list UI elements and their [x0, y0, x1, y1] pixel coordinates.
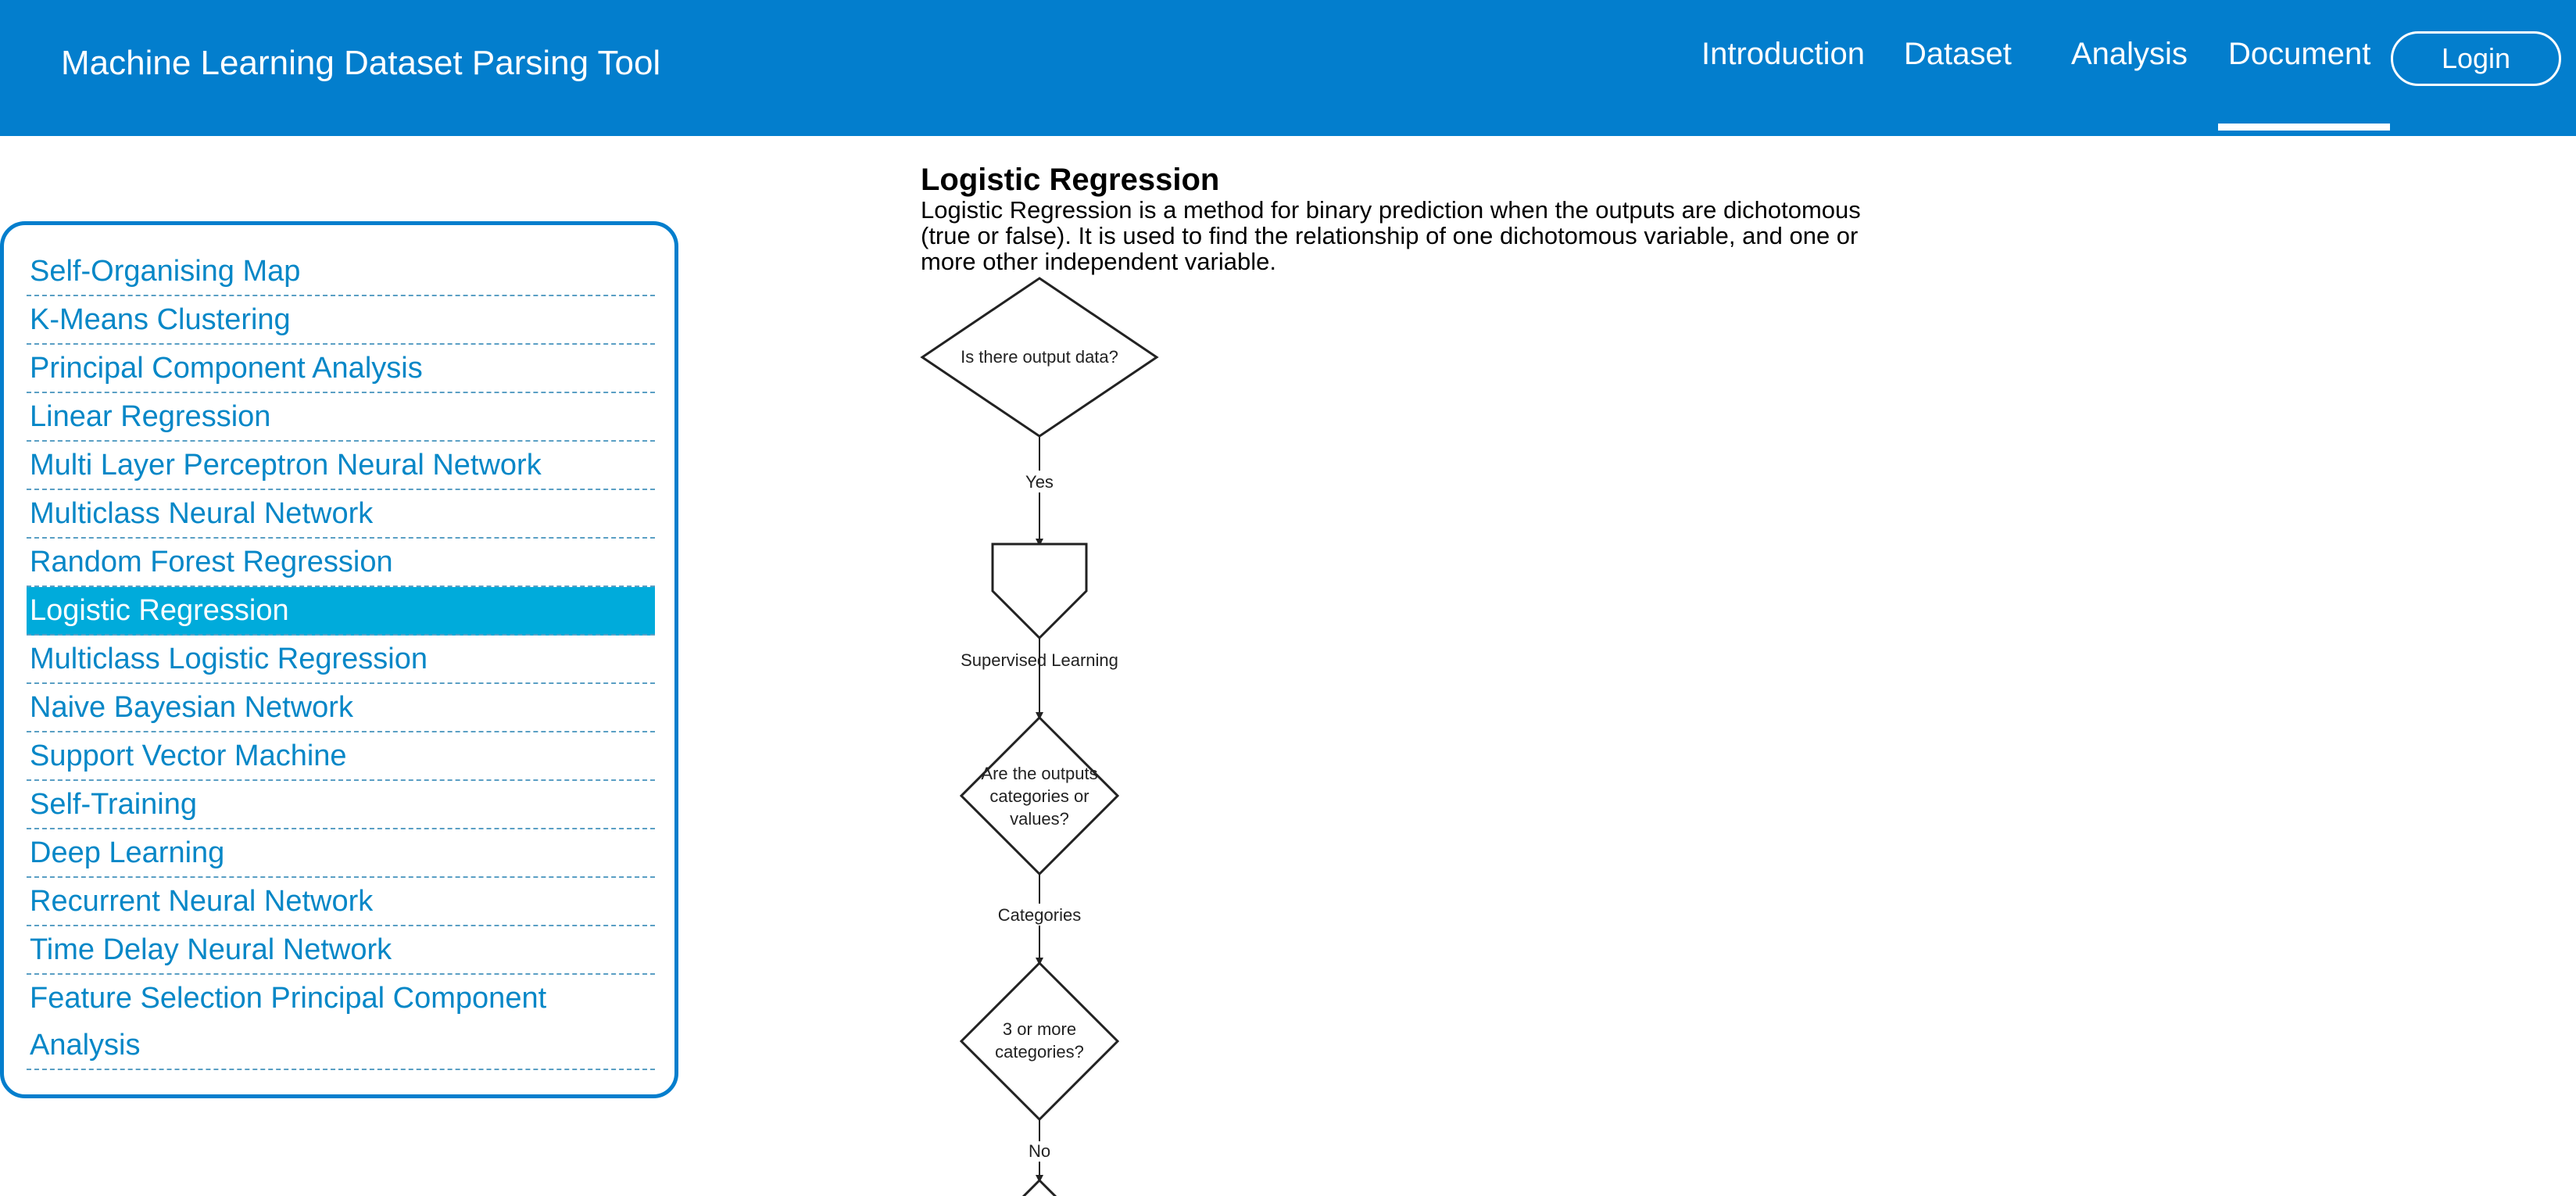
edge-no-label-bg [1024, 1141, 1055, 1162]
decision-output-data-label: Is there output data? [961, 347, 1118, 367]
sidebar-item-linear-regression[interactable]: Linear Regression [27, 393, 655, 442]
login-button[interactable]: Login [2391, 31, 2561, 86]
decision-output-type-line2: categories or [989, 786, 1089, 806]
decision-category-count-line2: categories? [995, 1042, 1084, 1062]
decision-output-type-line1: Are the outputs [981, 764, 1097, 783]
sidebar-item-feature-selection-pca[interactable]: Feature Selection Principal Component An… [27, 975, 655, 1070]
algorithm-sidebar: Self-Organising Map K-Means Clustering P… [0, 221, 678, 1098]
edge-categories-label: Categories [998, 905, 1081, 925]
sidebar-item-naive-bayesian-network[interactable]: Naive Bayesian Network [27, 684, 655, 732]
nav-introduction[interactable]: Introduction [1701, 37, 1866, 71]
top-navbar: Machine Learning Dataset Parsing Tool In… [0, 0, 2576, 136]
sidebar-item-multi-layer-perceptron[interactable]: Multi Layer Perceptron Neural Network [27, 442, 655, 490]
page-title: Logistic Regression [921, 163, 1220, 197]
nav-analysis[interactable]: Analysis [2071, 37, 2188, 71]
edge-no-label: No [1029, 1141, 1050, 1161]
sidebar-item-self-organising-map[interactable]: Self-Organising Map [27, 248, 655, 296]
sidebar-item-deep-learning[interactable]: Deep Learning [27, 829, 655, 878]
edge-yes-label-bg [1021, 471, 1058, 492]
decision-next-partial [1021, 1178, 1057, 1196]
off-page-connector [991, 542, 1088, 640]
decision-output-type-line3: values? [1010, 809, 1069, 829]
sidebar-item-multiclass-neural-network[interactable]: Multiclass Neural Network [27, 490, 655, 539]
sidebar-item-self-training[interactable]: Self-Training [27, 781, 655, 829]
edge-categories-label-bg [996, 904, 1083, 926]
nav-document[interactable]: Document [2228, 37, 2371, 71]
sidebar-item-logistic-regression[interactable]: Logistic Regression [27, 587, 655, 636]
sidebar-item-recurrent-neural-network[interactable]: Recurrent Neural Network [27, 878, 655, 926]
decision-flowchart: Is there output data? Yes Supervised Lea… [920, 277, 1159, 1196]
sidebar-item-principal-component-analysis[interactable]: Principal Component Analysis [27, 345, 655, 393]
app-title: Machine Learning Dataset Parsing Tool [61, 44, 661, 82]
sidebar-item-time-delay-neural-network[interactable]: Time Delay Neural Network [27, 926, 655, 975]
edge-yes-label: Yes [1025, 472, 1054, 492]
edge-supervised-learning-label: Supervised Learning [961, 650, 1118, 670]
nav-dataset[interactable]: Dataset [1904, 37, 2012, 71]
page-description: Logistic Regression is a method for bina… [921, 196, 1861, 275]
sidebar-item-multiclass-logistic-regression[interactable]: Multiclass Logistic Regression [27, 636, 655, 684]
algorithm-list: Self-Organising Map K-Means Clustering P… [27, 248, 655, 1070]
decision-category-count [959, 961, 1120, 1122]
sidebar-item-support-vector-machine[interactable]: Support Vector Machine [27, 732, 655, 781]
sidebar-item-k-means-clustering[interactable]: K-Means Clustering [27, 296, 655, 345]
decision-category-count-line1: 3 or more [1003, 1019, 1076, 1039]
active-nav-indicator [2218, 124, 2390, 131]
sidebar-item-random-forest-regression[interactable]: Random Forest Regression [27, 539, 655, 587]
